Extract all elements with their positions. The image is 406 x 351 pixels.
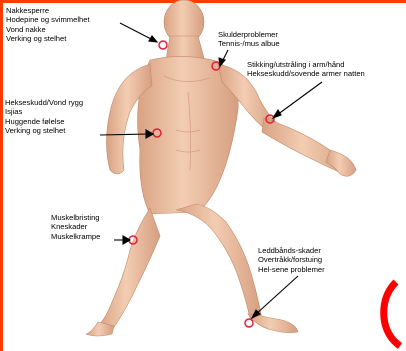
arrow-arm bbox=[277, 82, 322, 115]
label-knee-1: Muskelbristing bbox=[51, 213, 100, 222]
label-shoulder-2: Tennis-/mus albue bbox=[218, 39, 280, 48]
label-arm-1: Stikking/utstråling i arm/hånd bbox=[247, 60, 365, 69]
label-ankle-2: Overtråkk/forstuing bbox=[258, 255, 325, 264]
shoulder-labels: Skulderproblemer Tennis-/mus albue bbox=[218, 30, 280, 49]
label-knee-2: Kneskader bbox=[51, 222, 100, 231]
marker-ankle bbox=[245, 319, 253, 327]
label-back-1: Hekseskudd/Vond rygg bbox=[5, 98, 83, 107]
label-back-4: Verking og stelhet bbox=[5, 126, 83, 135]
label-neck-3: Vond nakke bbox=[6, 25, 90, 34]
label-neck-2: Hodepine og svimmelhet bbox=[6, 15, 90, 24]
arrow-neck bbox=[120, 23, 153, 40]
arm-labels: Stikking/utstråling i arm/hånd Hekseskud… bbox=[247, 60, 365, 79]
label-shoulder-1: Skulderproblemer bbox=[218, 30, 280, 39]
marker-shoulder bbox=[212, 62, 220, 70]
arrow-ankle bbox=[255, 276, 298, 315]
neck-labels: Nakkesperre Hodepine og svimmelhet Vond … bbox=[6, 6, 90, 44]
label-neck-1: Nakkesperre bbox=[6, 6, 90, 15]
partial-logo-arc bbox=[384, 282, 400, 346]
label-knee-3: Muskelkrampe bbox=[51, 232, 100, 241]
knee-labels: Muskelbristing Kneskader Muskelkrampe bbox=[51, 213, 100, 241]
ankle-labels: Leddbånds-skader Overtråkk/forstuing Hel… bbox=[258, 246, 325, 274]
label-arm-2: Hekseskudd/sovende armer natten bbox=[247, 69, 365, 78]
marker-neck bbox=[159, 41, 167, 49]
label-neck-4: Verking og stelhet bbox=[6, 34, 90, 43]
label-ankle-1: Leddbånds-skader bbox=[258, 246, 325, 255]
marker-lower-back bbox=[153, 129, 161, 137]
marker-elbow bbox=[266, 115, 274, 123]
label-back-3: Huggende følelse bbox=[5, 117, 83, 126]
label-ankle-3: Hel-sene problemer bbox=[258, 265, 325, 274]
label-back-2: Isjias bbox=[5, 107, 83, 116]
back-labels: Hekseskudd/Vond rygg Isjias Huggende føl… bbox=[5, 98, 83, 136]
arrow-back bbox=[100, 134, 149, 135]
